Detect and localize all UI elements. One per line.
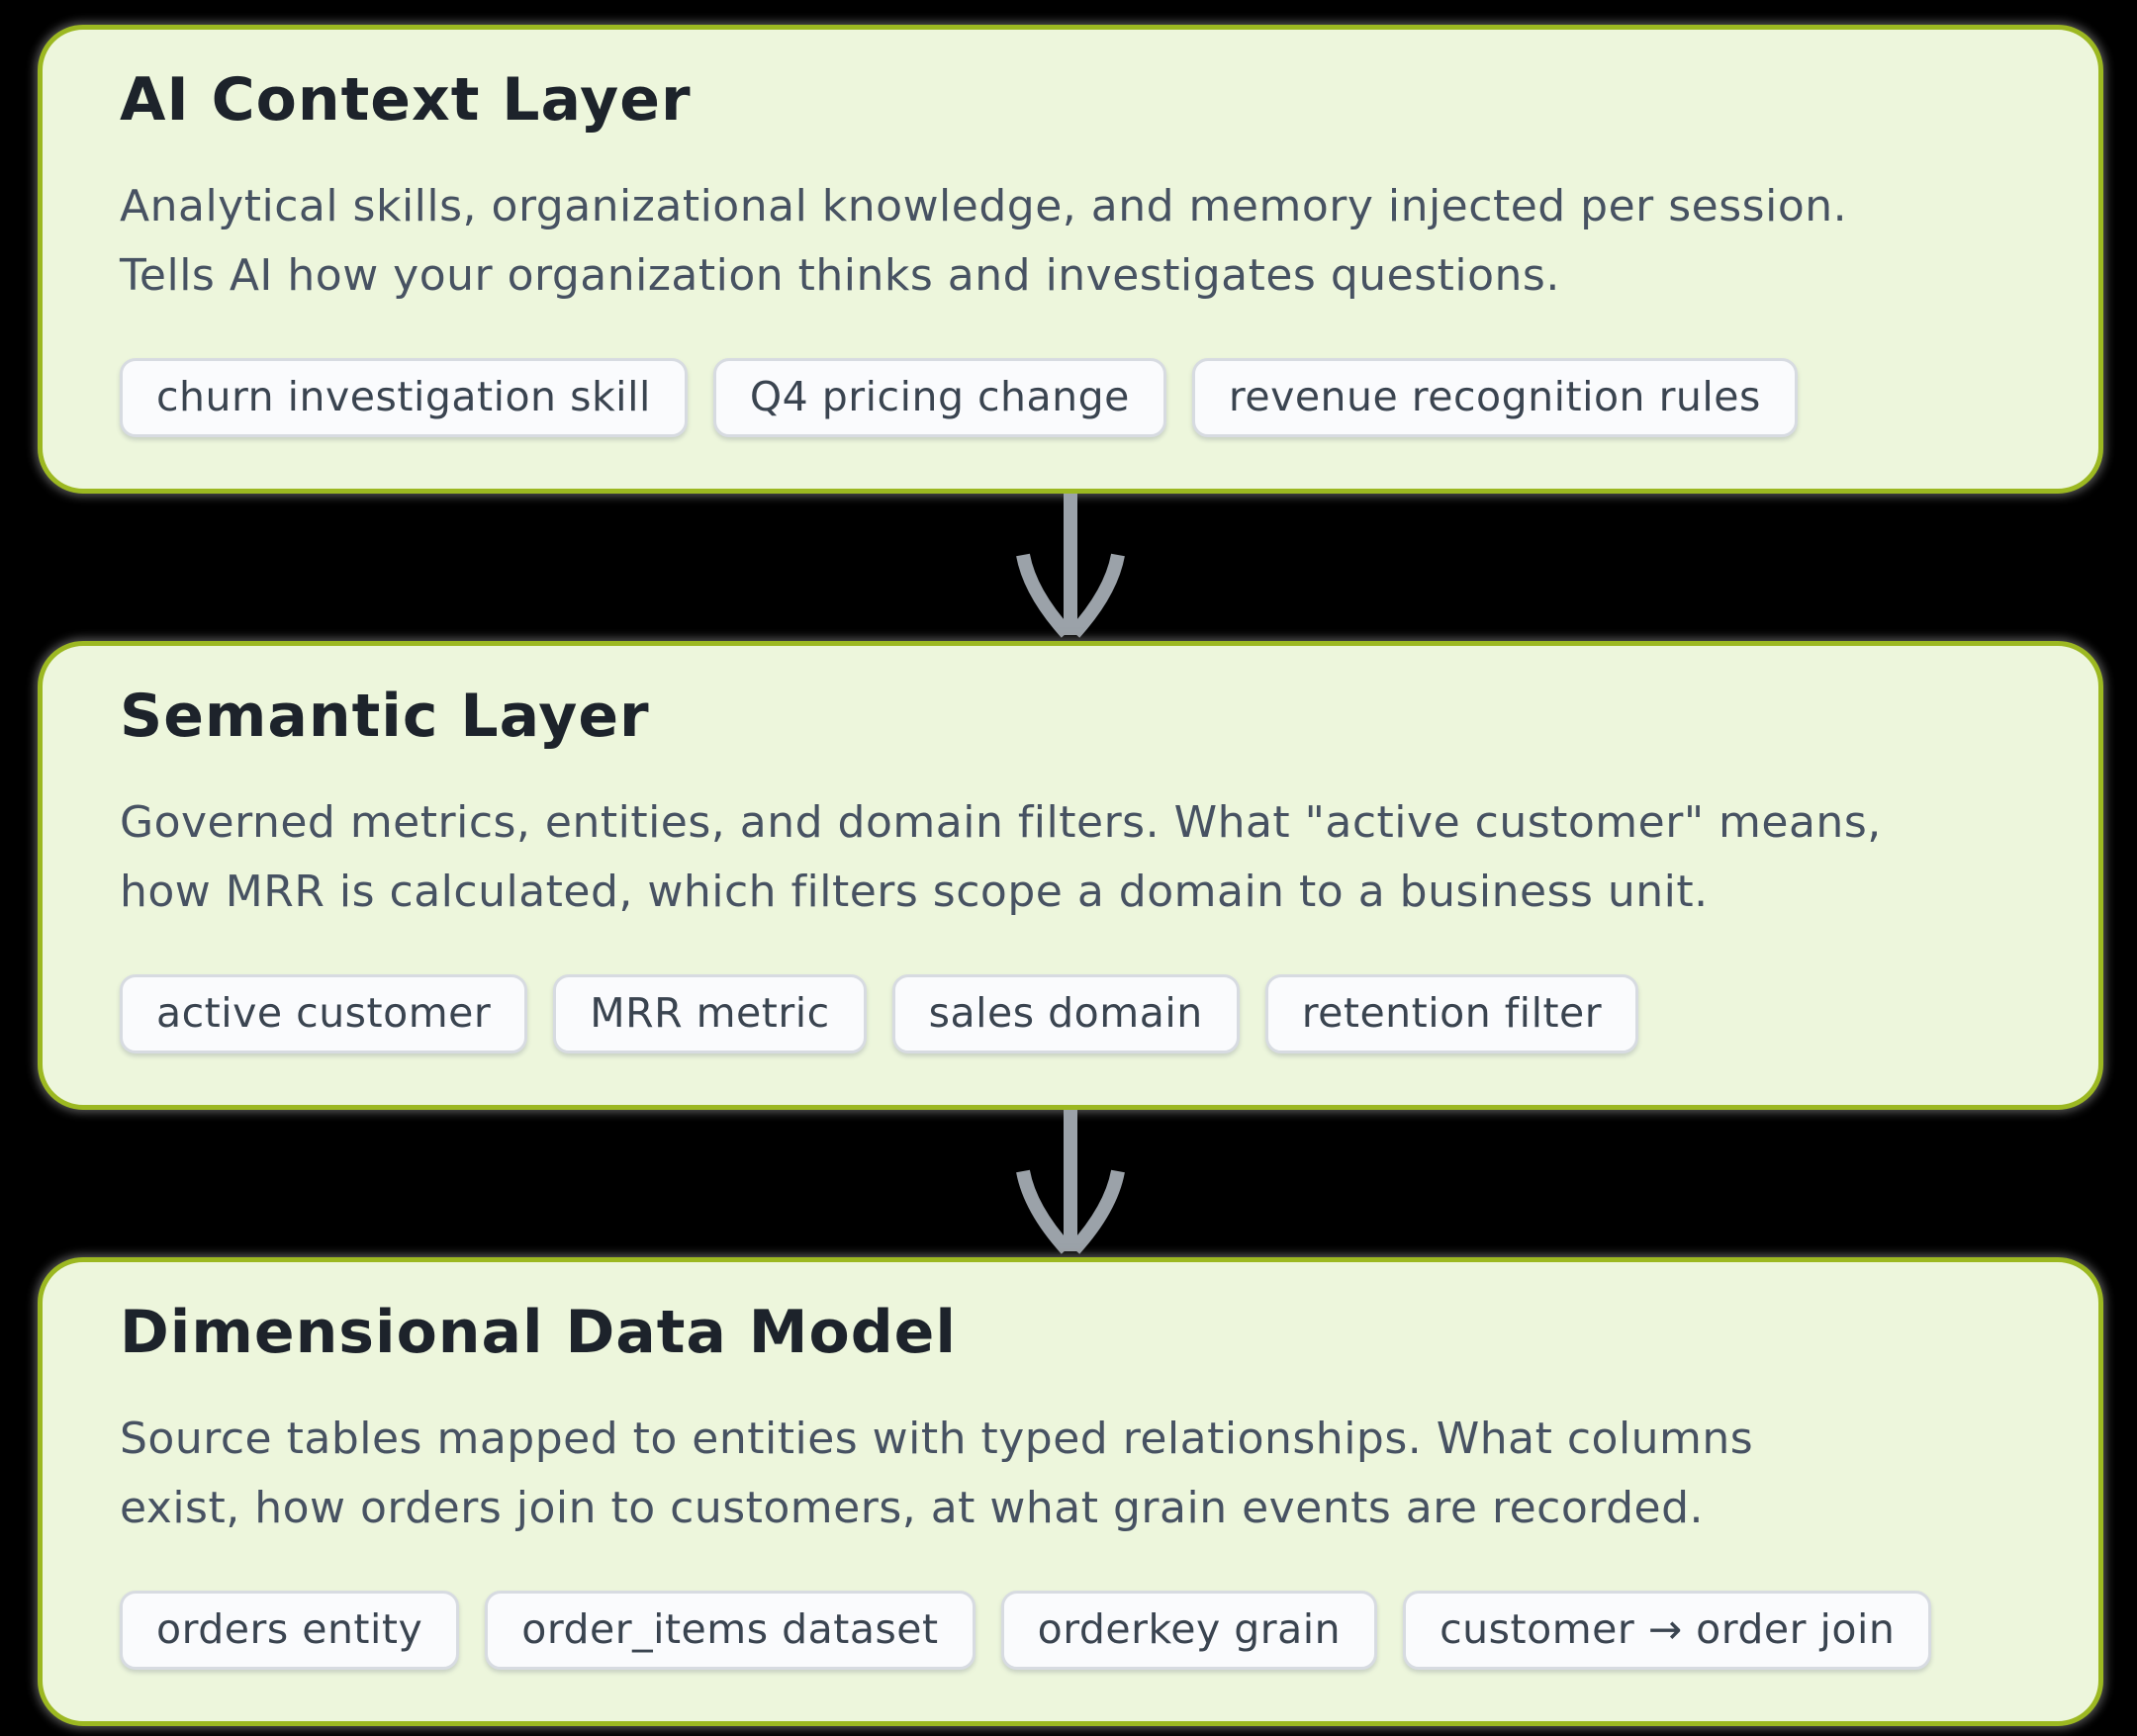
layer-description-line: Governed metrics, entities, and domain f… [120,797,1882,848]
tag-pill: Q4 pricing change [712,358,1166,437]
arrow-gap [38,494,2103,641]
layer-description-line: Source tables mapped to entities with ty… [120,1414,1754,1464]
tag-pill: orderkey grain [1000,1591,1378,1670]
tag-row: active customer MRR metric sales domain … [120,974,2021,1053]
layer-card-dimensional-data-model: Dimensional Data Model Source tables map… [38,1257,2103,1726]
arrow-down-icon [1016,1110,1125,1254]
layer-description: Governed metrics, entities, and domain f… [120,788,2021,927]
tag-pill: order_items dataset [485,1591,976,1670]
layer-description: Analytical skills, organizational knowle… [120,172,2021,311]
tag-pill: sales domain [891,974,1240,1053]
layer-description-line: exist, how orders join to customers, at … [120,1483,1704,1533]
layer-title: AI Context Layer [120,65,692,135]
tag-pill: orders entity [120,1591,460,1670]
tag-pill: churn investigation skill [120,358,688,437]
tag-pill: active customer [120,974,528,1053]
layer-description-line: Tells AI how your organization thinks an… [120,250,1560,301]
layer-title: Dimensional Data Model [120,1298,957,1367]
tag-row: churn investigation skill Q4 pricing cha… [120,358,2021,437]
tag-pill: retention filter [1264,974,1639,1053]
tag-pill: revenue recognition rules [1191,358,1798,437]
layer-card-ai-context: AI Context Layer Analytical skills, orga… [38,25,2103,494]
layer-description: Source tables mapped to entities with ty… [120,1405,2021,1543]
tag-pill: MRR metric [553,974,867,1053]
arrow-down-icon [1016,494,1125,638]
tag-pill: customer → order join [1403,1591,1932,1670]
layer-title: Semantic Layer [120,682,650,751]
layer-description-line: Analytical skills, organizational knowle… [120,181,1848,231]
layer-card-semantic: Semantic Layer Governed metrics, entitie… [38,641,2103,1110]
arrow-gap [38,1110,2103,1257]
layer-description-line: how MRR is calculated, which filters sco… [120,867,1709,917]
tag-row: orders entity order_items dataset orderk… [120,1591,2021,1670]
